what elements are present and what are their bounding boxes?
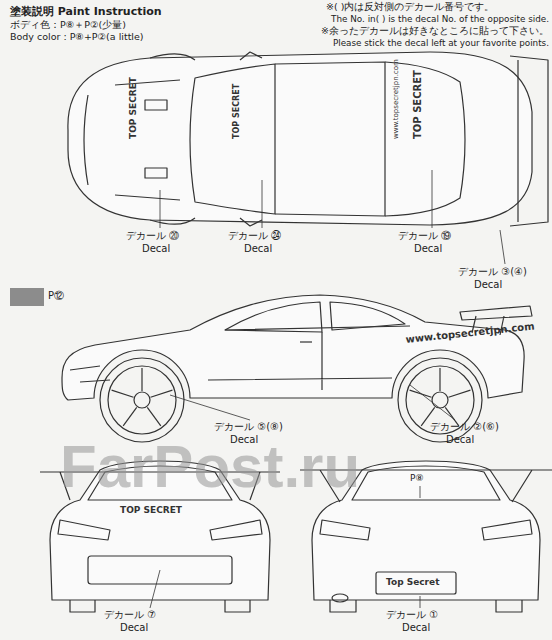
- plate-decal: Top Secret: [386, 577, 439, 587]
- callout-number: デカール ⑳: [126, 230, 179, 242]
- front-decal: TOP SECRET: [120, 505, 182, 515]
- wheel-spoke: [151, 390, 173, 397]
- watermark: FarPost.ru: [60, 432, 360, 501]
- paint-callout: P⑧: [410, 473, 424, 483]
- callout-label: Decal: [446, 434, 474, 446]
- body-color: ボディ色：P⑧＋P②(少量): [10, 20, 126, 31]
- section-title: 塗装説明 Paint Instruction: [10, 6, 162, 19]
- rear-window-decal: TOP SECRET: [412, 70, 424, 139]
- hood-decal: TOP SECRET: [128, 77, 138, 139]
- note: ※余ったデカールは好きなところに貼って下さい。: [321, 26, 549, 37]
- note: The No. in( ) is the decal No. of the op…: [331, 14, 549, 24]
- note: ※( )内は反対側のデカール番号です。: [326, 2, 494, 13]
- callout-label: Decal: [244, 243, 272, 255]
- wheel-spoke: [147, 407, 161, 426]
- wheel-spoke: [449, 390, 471, 397]
- callout-number: デカール ②(⑥): [430, 421, 499, 433]
- callout-label: Decal: [120, 622, 148, 634]
- callout-label: Decal: [402, 622, 430, 634]
- callout-number: デカール ⑦: [104, 609, 156, 621]
- callout-number: デカール ㉔: [228, 230, 281, 242]
- wheel-spoke: [123, 407, 137, 426]
- windshield-decal: TOP SECRET: [232, 84, 241, 139]
- note: Please stick the decal left at your favo…: [333, 38, 549, 48]
- callout-number: デカール ⑤(⑧): [214, 421, 283, 433]
- callout-label: Decal: [474, 279, 502, 291]
- paint-swatch: [10, 288, 44, 306]
- wheel-spoke: [439, 368, 440, 391]
- wheel-spoke: [141, 368, 142, 391]
- paint-label: P⑫: [48, 290, 64, 302]
- callout-label: Decal: [414, 243, 442, 255]
- callout-label: Decal: [142, 243, 170, 255]
- body-color: Body color : P⑧+P②(a little): [10, 32, 144, 43]
- callout-number: デカール ①: [386, 609, 438, 621]
- wheel-spoke: [112, 390, 134, 397]
- callout-number: デカール ③(④): [458, 266, 527, 278]
- url-decal: www.topsecretjpn.com: [392, 59, 400, 139]
- callout-number: デカール ⑲: [398, 230, 451, 242]
